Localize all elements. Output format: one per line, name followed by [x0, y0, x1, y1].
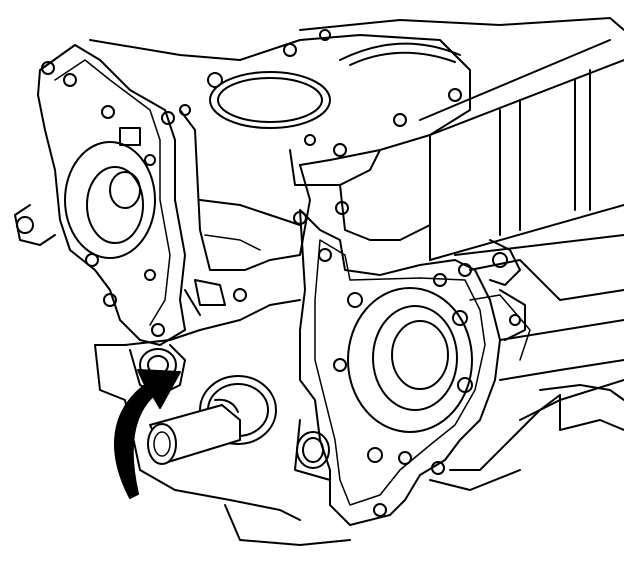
lower-plug	[296, 431, 330, 469]
curved-arrow-icon	[113, 369, 181, 499]
cylinder-bore-2	[339, 42, 461, 61]
left-timing-flange	[14, 44, 186, 346]
cylinder-wall	[179, 109, 431, 316]
right-bearing-bore	[347, 287, 473, 433]
cylinder-deck	[89, 29, 471, 166]
right-bearing-flange	[299, 209, 526, 526]
crankshaft-seal	[147, 375, 277, 465]
left-bearing-bore	[64, 141, 156, 259]
cylinder-bore-1	[209, 71, 331, 129]
